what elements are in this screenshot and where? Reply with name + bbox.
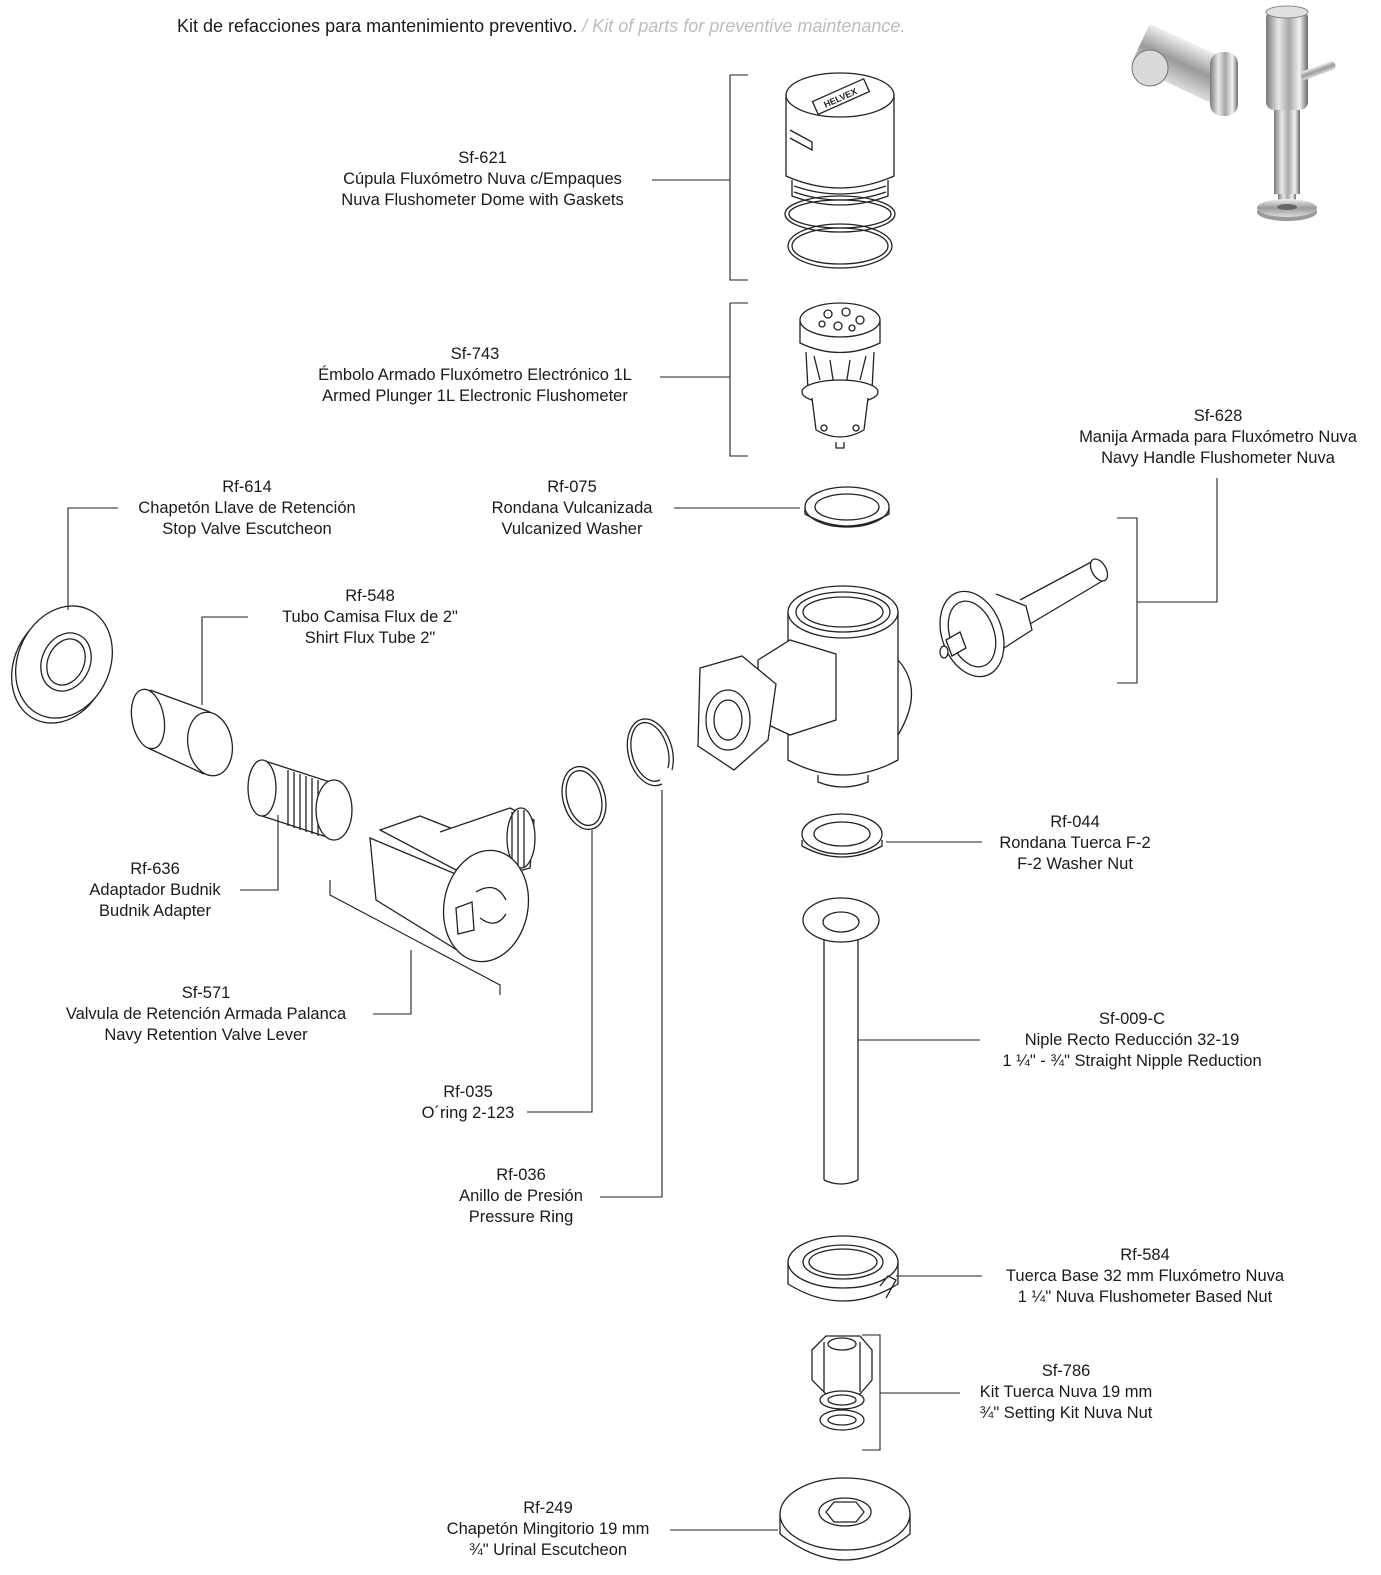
label-sf-743: Sf-743 Émbolo Armado Fluxómetro Electrón…	[280, 344, 670, 407]
part-name-es: Chapetón Llave de Retención	[138, 499, 356, 517]
urinal-escutcheon-rf-249	[779, 1477, 911, 1561]
label-sf-009-c: Sf-009-C Niple Recto Reducción 32-19 1 ¼…	[976, 1009, 1288, 1072]
part-name-es: Kit Tuerca Nuva 19 mm	[979, 1383, 1153, 1401]
label-rf-044: Rf-044 Rondana Tuerca F-2 F-2 Washer Nut	[980, 812, 1170, 875]
part-name-es: Manija Armada para Fluxómetro Nuva	[1079, 428, 1357, 446]
pressure-ring-rf-036	[626, 718, 674, 787]
label-rf-075: Rf-075 Rondana Vulcanizada Vulcanized Wa…	[472, 477, 672, 540]
part-name-en: Vulcanized Washer	[501, 520, 643, 538]
part-name-en: Stop Valve Escutcheon	[162, 520, 332, 538]
dome-sf-621: HELVEX	[784, 72, 896, 269]
part-code: Sf-743	[450, 345, 500, 363]
washer-rf-075	[804, 486, 890, 528]
page-header: Kit de refacciones para mantenimiento pr…	[177, 16, 905, 37]
part-name-en: Shirt Flux Tube 2"	[304, 629, 436, 647]
part-name-en: Nuva Flushometer Dome with Gaskets	[341, 191, 624, 209]
part-name-es: O´ring 2-123	[421, 1104, 515, 1122]
oring-rf-035	[561, 765, 607, 831]
part-code: Rf-636	[130, 860, 180, 878]
header-title-en: / Kit of parts for preventive maintenanc…	[582, 16, 906, 36]
part-code: Sf-786	[1041, 1362, 1091, 1380]
part-name-es: Émbolo Armado Fluxómetro Electrónico 1L	[318, 366, 632, 384]
part-code: Sf-571	[181, 984, 231, 1002]
part-name-es: Adaptador Budnik	[89, 881, 221, 899]
part-name-es: Rondana Vulcanizada	[491, 499, 653, 517]
part-code: Rf-075	[547, 478, 597, 496]
header-title-es: Kit de refacciones para mantenimiento pr…	[177, 16, 578, 36]
part-name-es: Rondana Tuerca F-2	[999, 834, 1151, 852]
label-rf-249: Rf-249 Chapetón Mingitorio 19 mm ¾" Urin…	[426, 1498, 670, 1561]
escutcheon-rf-614	[10, 605, 114, 724]
part-name-es: Tubo Camisa Flux de 2"	[282, 608, 458, 626]
nipple-sf-009-c	[802, 897, 880, 1185]
part-name-en: Budnik Adapter	[99, 902, 211, 920]
tube-rf-548	[130, 688, 234, 777]
base-nut-rf-584	[787, 1235, 899, 1302]
flushometer-product-photo	[1131, 5, 1336, 221]
label-sf-571: Sf-571 Valvula de Retención Armada Palan…	[36, 983, 376, 1046]
part-code: Rf-036	[496, 1166, 546, 1184]
part-code: Rf-614	[222, 478, 272, 496]
part-code: Sf-628	[1193, 407, 1243, 425]
part-code: Rf-035	[443, 1083, 493, 1101]
part-code: Rf-584	[1120, 1246, 1170, 1264]
washer-nut-rf-044	[801, 813, 883, 858]
part-name-es: Chapetón Mingitorio 19 mm	[446, 1520, 650, 1538]
part-name-en: ¾" Setting Kit Nuva Nut	[979, 1404, 1153, 1422]
part-name-en: 1 ¼" - ¾" Straight Nipple Reduction	[1002, 1052, 1262, 1070]
label-sf-621: Sf-621 Cúpula Fluxómetro Nuva c/Empaques…	[305, 148, 660, 211]
part-name-en: F-2 Washer Nut	[1017, 855, 1133, 873]
part-code: Rf-548	[345, 587, 395, 605]
part-name-es: Cúpula Fluxómetro Nuva c/Empaques	[343, 170, 622, 188]
label-rf-636: Rf-636 Adaptador Budnik Budnik Adapter	[62, 859, 248, 922]
part-name-en: Armed Plunger 1L Electronic Flushometer	[322, 387, 628, 405]
label-sf-628: Sf-628 Manija Armada para Fluxómetro Nuv…	[1057, 406, 1379, 469]
part-name-es: Anillo de Presión	[459, 1187, 583, 1205]
label-rf-584: Rf-584 Tuerca Base 32 mm Fluxómetro Nuva…	[980, 1245, 1310, 1308]
part-name-es: Niple Recto Reducción 32-19	[1024, 1031, 1240, 1049]
label-rf-036: Rf-036 Anillo de Presión Pressure Ring	[438, 1165, 604, 1228]
part-name-en: ¾" Urinal Escutcheon	[468, 1541, 628, 1559]
part-code: Sf-009-C	[1098, 1010, 1166, 1028]
part-name-en: Navy Retention Valve Lever	[104, 1026, 308, 1044]
plunger-sf-743	[799, 302, 881, 449]
retention-valve-sf-571	[369, 807, 536, 963]
part-code: Rf-249	[523, 1499, 573, 1517]
flushometer-body	[697, 585, 913, 788]
part-name-en: 1 ¼" Nuva Flushometer Based Nut	[1017, 1288, 1273, 1306]
part-name-es: Tuerca Base 32 mm Fluxómetro Nuva	[1005, 1267, 1285, 1285]
part-code: Rf-044	[1050, 813, 1100, 831]
part-name-en: Navy Handle Flushometer Nuva	[1101, 449, 1335, 467]
adapter-rf-636	[247, 759, 353, 841]
part-name-es: Valvula de Retención Armada Palanca	[65, 1005, 347, 1023]
nut-kit-sf-786	[811, 1335, 873, 1431]
part-name-en: Pressure Ring	[468, 1208, 574, 1226]
part-code: Sf-621	[458, 149, 507, 167]
label-rf-614: Rf-614 Chapetón Llave de Retención Stop …	[116, 477, 378, 540]
handle-sf-628	[939, 558, 1109, 678]
leader-lines	[67, 74, 1218, 1531]
label-rf-548: Rf-548 Tubo Camisa Flux de 2" Shirt Flux…	[250, 586, 490, 649]
label-rf-035: Rf-035 O´ring 2-123	[404, 1082, 532, 1124]
label-sf-786: Sf-786 Kit Tuerca Nuva 19 mm ¾" Setting …	[960, 1361, 1172, 1424]
